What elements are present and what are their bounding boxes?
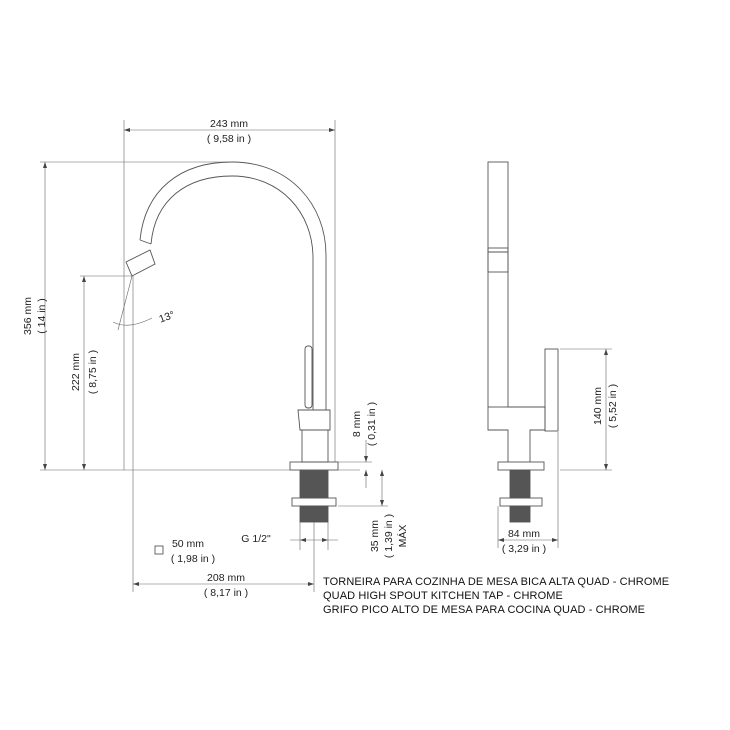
faucet-front-view — [125, 161, 339, 523]
spout-height-in-label: ( 8,75 in ) — [87, 350, 99, 394]
title-spanish: GRIFO PICO ALTO DE MESA PARA COCINA QUAD… — [323, 604, 646, 616]
counter-max-in-label: ( 1,39 in ) — [383, 514, 395, 558]
counter-max-tag: MÁX — [396, 525, 409, 548]
reach-in-label: ( 8,17 in ) — [204, 587, 248, 599]
spout-height-mm-label: 222 mm — [70, 353, 82, 391]
square-symbol-icon — [154, 545, 164, 555]
base-gap-in-label: ( 0,31 in ) — [366, 402, 378, 446]
side-width-mm-label: 84 mm — [508, 528, 540, 540]
height-mm-label: 356 mm — [22, 297, 34, 335]
thread-label: G 1/2" — [241, 533, 271, 545]
angle-label: 13° — [157, 309, 176, 326]
faucet-side-view — [487, 161, 559, 523]
title-portuguese: TORNEIRA PARA COZINHA DE MESA BICA ALTA … — [323, 576, 670, 588]
width-in-label: ( 9,58 in ) — [207, 133, 251, 145]
counter-max-mm-label: 35 mm — [369, 520, 381, 552]
title-english: QUAD HIGH SPOUT KITCHEN TAP - CHROME — [323, 590, 563, 602]
reach-mm-label: 208 mm — [207, 572, 245, 584]
hole-in-label: ( 1,98 in ) — [171, 553, 215, 565]
side-height-mm-label: 140 mm — [592, 387, 604, 425]
side-height-in-label: ( 5,52 in ) — [607, 384, 619, 428]
side-width-in-label: ( 3,29 in ) — [502, 543, 546, 555]
base-gap-mm-label: 8 mm — [351, 411, 363, 438]
height-in-label: ( 14 in ) — [36, 298, 48, 334]
width-mm-label: 243 mm — [210, 118, 248, 130]
hole-mm-label: 50 mm — [172, 538, 204, 550]
